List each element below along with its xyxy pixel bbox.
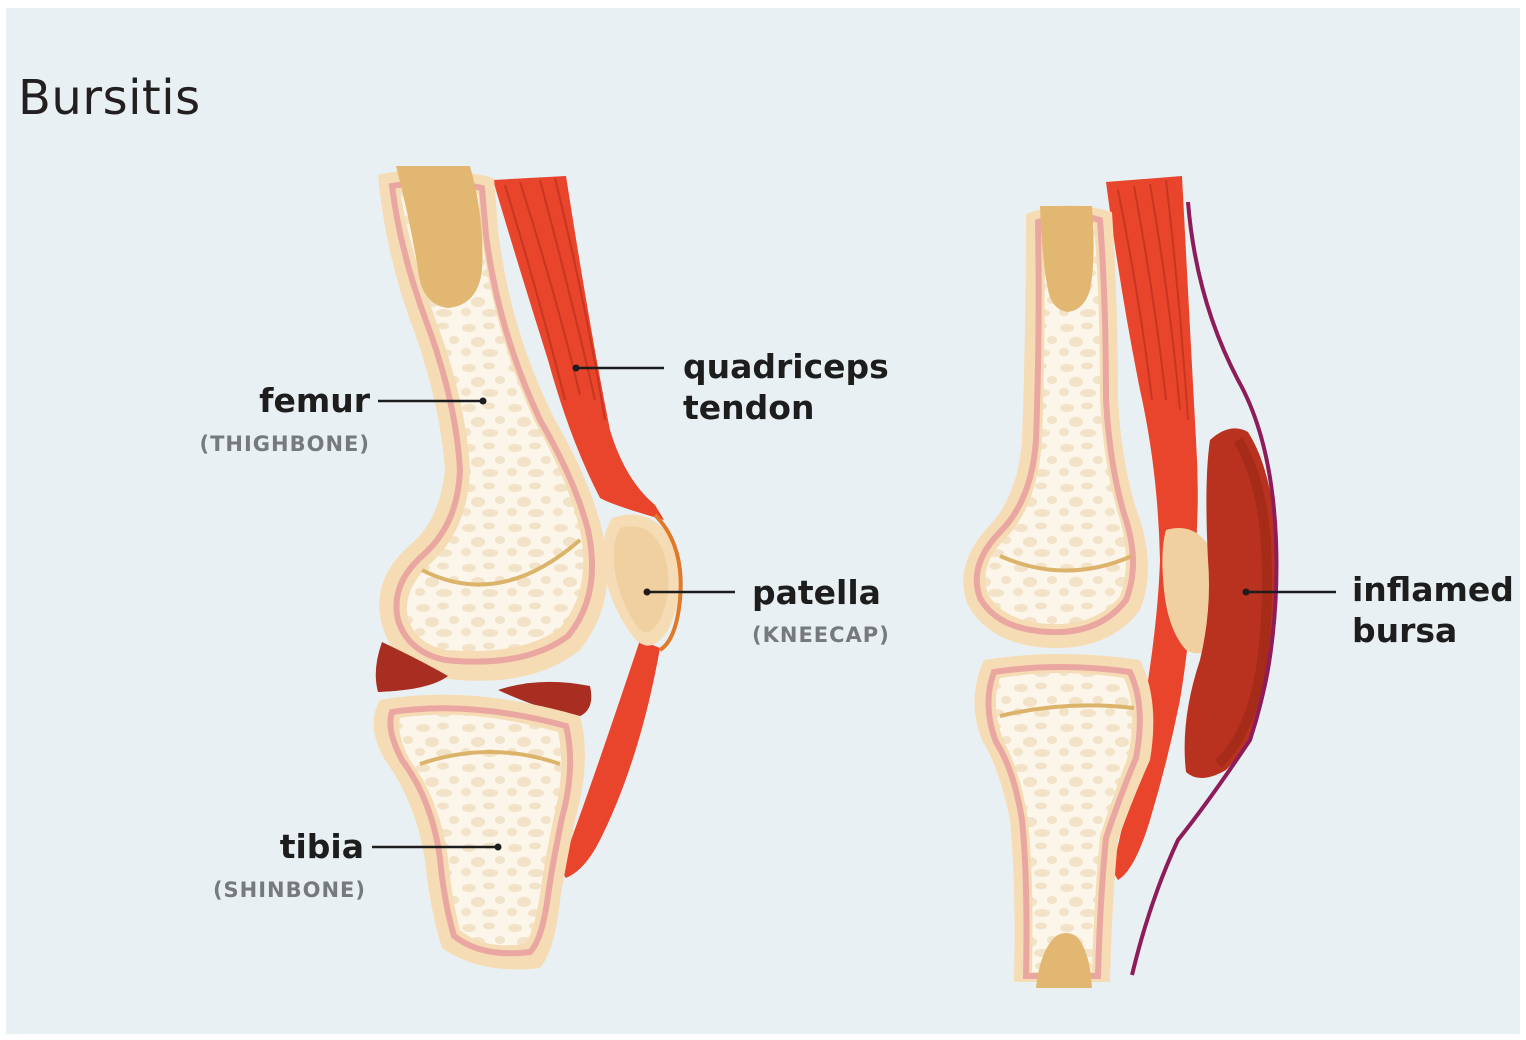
bursa-label-line2: bursa [1352, 610, 1457, 651]
normal-knee [374, 166, 681, 969]
inflamed-knee [963, 176, 1277, 988]
bursa-label-line1: inflamed [1352, 569, 1514, 610]
tibia-label: tibia [200, 826, 364, 867]
patella-sublabel: (KNEECAP) [752, 623, 890, 647]
femur-label: femur [200, 380, 370, 421]
quadriceps-label-line1: quadriceps [683, 346, 889, 387]
quadriceps-label-line2: tendon [683, 387, 814, 428]
femur-sublabel: (THIGHBONE) [140, 432, 370, 456]
patella-label: patella [752, 572, 881, 613]
tibia-sublabel: (SHINBONE) [140, 878, 366, 902]
diagram-title: Bursitis [18, 70, 201, 126]
